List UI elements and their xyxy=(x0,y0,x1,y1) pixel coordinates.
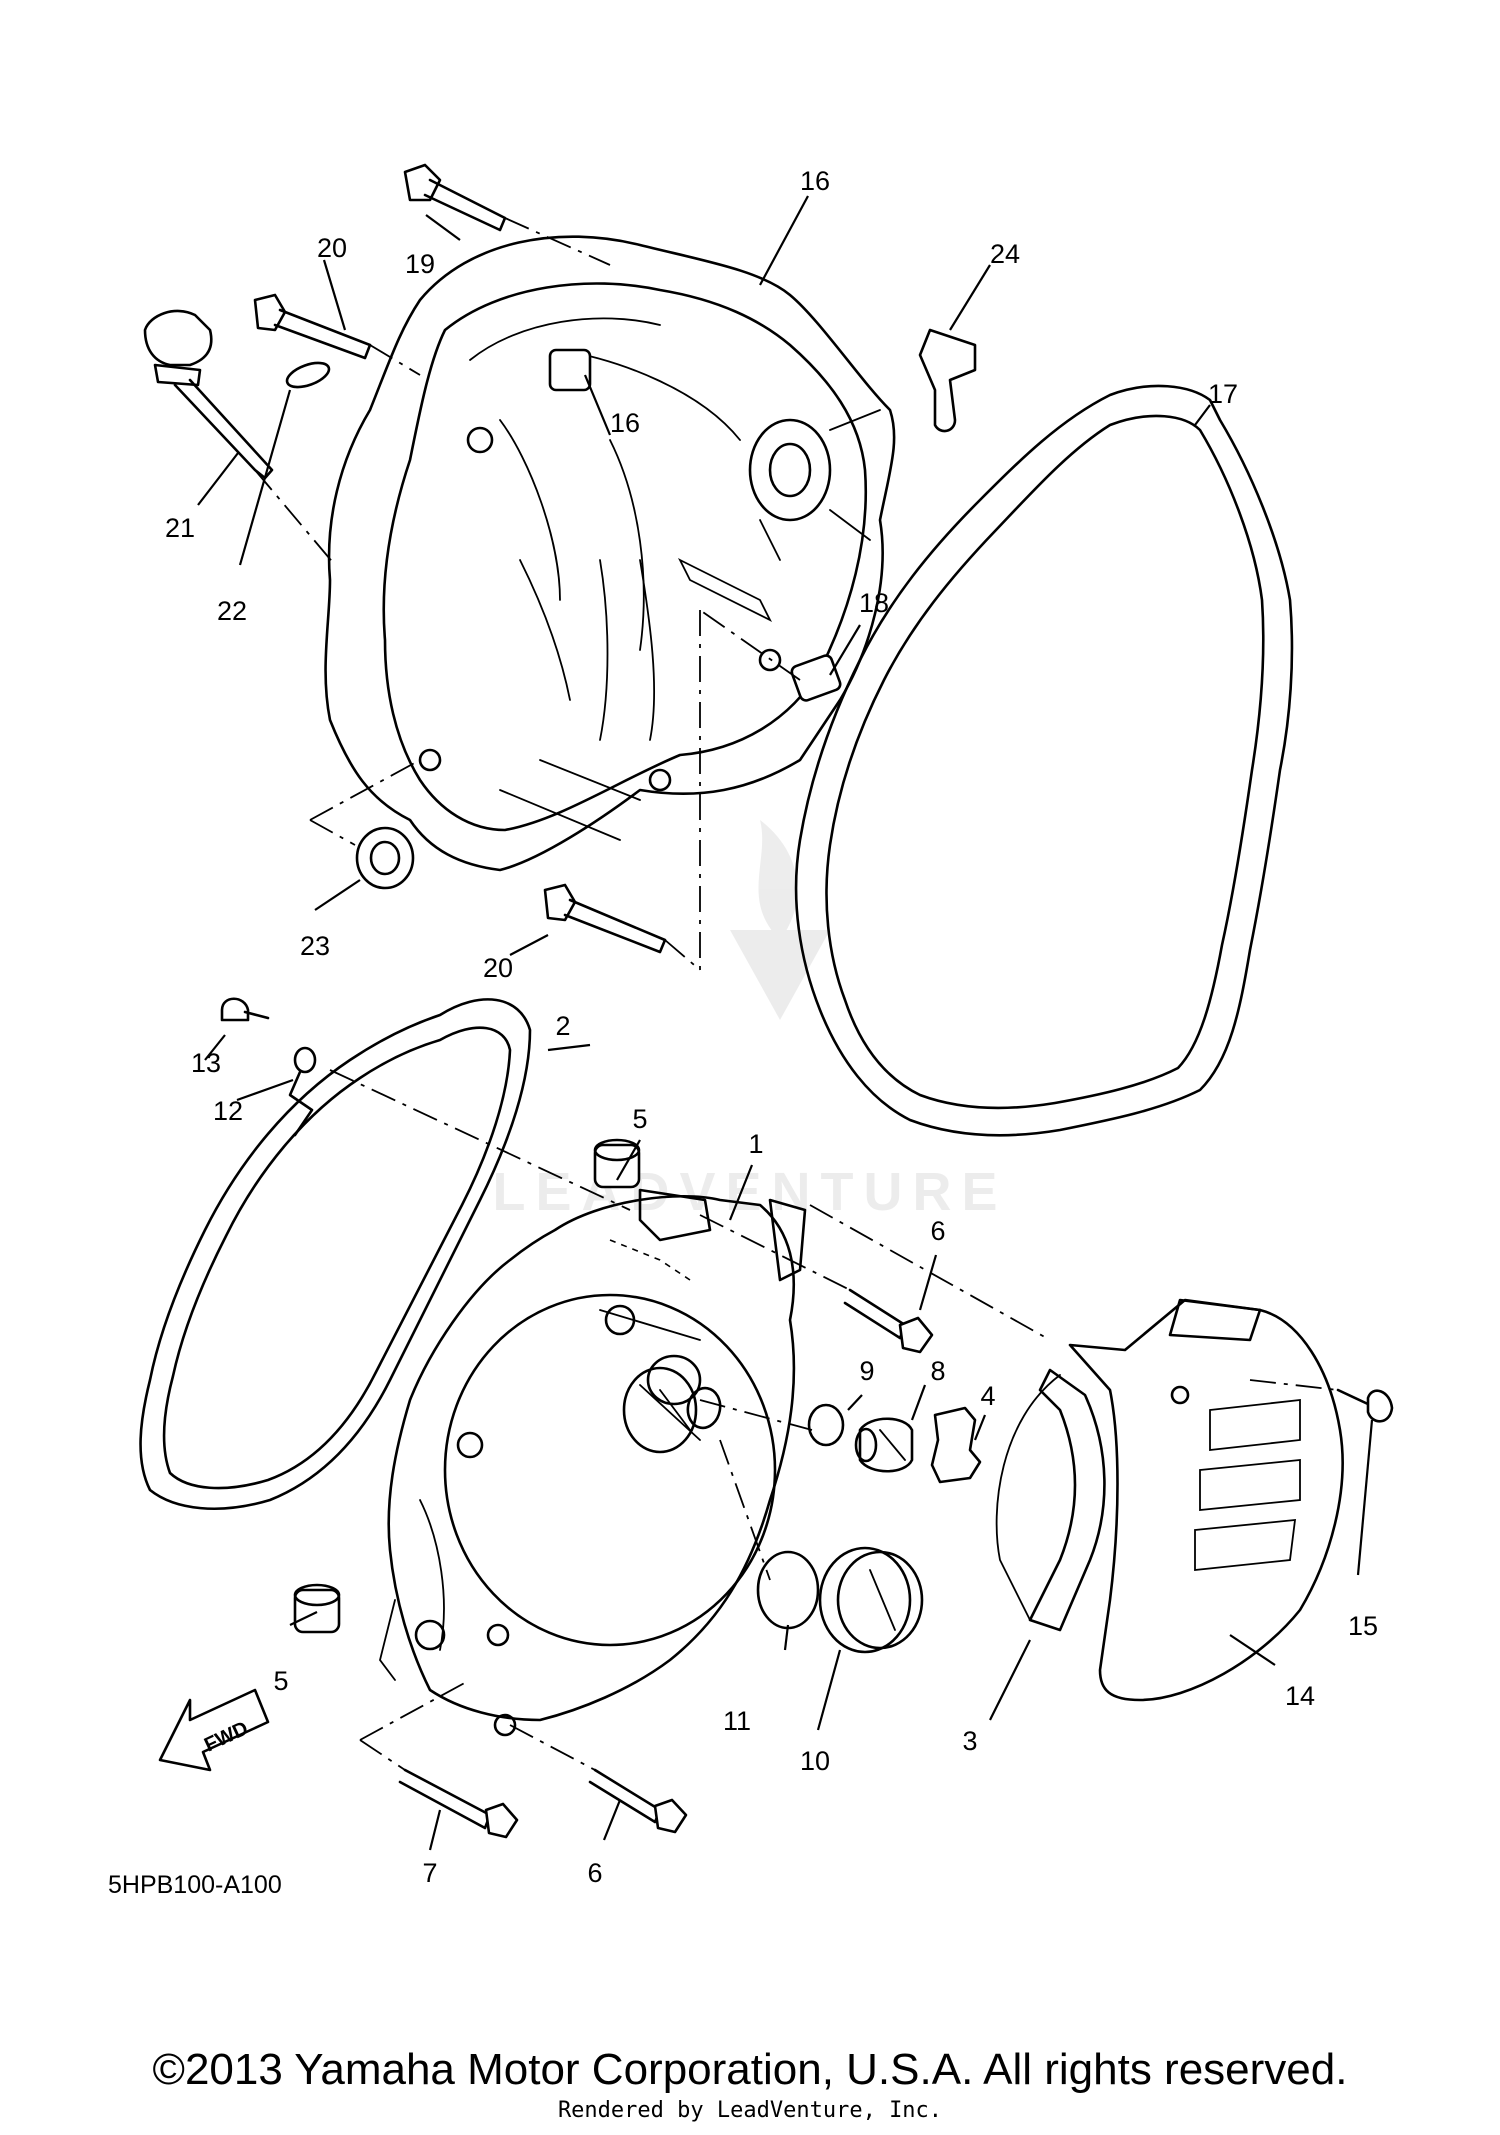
copyright-notice: ©2013 Yamaha Motor Corporation, U.S.A. A… xyxy=(152,2045,1348,2094)
gasket-lower-inner xyxy=(162,1026,512,1490)
gasket-lower-part xyxy=(139,998,532,1510)
bolt-6-upper xyxy=(843,1288,934,1354)
guide-line xyxy=(309,759,421,846)
dowel-pin-16 xyxy=(548,348,592,392)
grommet-4 xyxy=(930,1406,982,1484)
gasket-upper-part xyxy=(794,384,1294,1137)
guide-line xyxy=(664,609,801,971)
callout-1: 1 xyxy=(748,1129,763,1159)
leader-lines xyxy=(197,195,1374,1851)
guide-line xyxy=(329,1069,631,1211)
o-ring-9 xyxy=(807,1403,845,1447)
bolt-19 xyxy=(403,163,507,232)
screw-13 xyxy=(220,997,270,1022)
crankcase-cover-part xyxy=(324,235,896,872)
guide-line xyxy=(359,1679,596,1771)
callout-4: 4 xyxy=(980,1381,995,1411)
callout-20-lower: 20 xyxy=(483,953,513,983)
hidden-line xyxy=(609,1239,691,1281)
callout-12: 12 xyxy=(213,1096,243,1126)
dowel-5-top xyxy=(593,1143,641,1189)
rendered-by-credit: Rendered by LeadVenture, Inc. xyxy=(557,2098,943,2123)
watermark-logo xyxy=(730,820,830,1020)
gasket-upper-inner xyxy=(825,414,1265,1110)
callout-9: 9 xyxy=(859,1356,874,1386)
callout-7: 7 xyxy=(422,1858,437,1888)
callout-24: 24 xyxy=(990,239,1020,269)
diagram-code: 5HPB100-A100 xyxy=(108,1871,282,1899)
callout-14: 14 xyxy=(1285,1681,1315,1711)
bolt-6-lower xyxy=(588,1768,688,1834)
callout-16-mid: 16 xyxy=(610,408,640,438)
callout-15: 15 xyxy=(1348,1611,1378,1641)
callout-6-upper: 6 xyxy=(930,1216,945,1246)
callout-19: 19 xyxy=(405,249,435,279)
callout-13: 13 xyxy=(191,1048,221,1078)
clip-12 xyxy=(288,1046,317,1137)
callout-3: 3 xyxy=(962,1726,977,1756)
screw-15 xyxy=(1336,1388,1394,1423)
plug-8 xyxy=(854,1417,914,1473)
callout-11: 11 xyxy=(723,1706,751,1736)
fwd-arrow-icon: FWD xyxy=(158,1688,270,1772)
fwd-label: FWD xyxy=(201,1717,252,1756)
oil-seal-23 xyxy=(355,826,415,890)
guide-line xyxy=(699,1399,813,1581)
callout-17: 17 xyxy=(1208,379,1238,409)
callout-8: 8 xyxy=(930,1356,945,1386)
dowel-18 xyxy=(790,654,842,702)
bracket-3 xyxy=(1028,1368,1106,1632)
dipstick-part xyxy=(143,309,274,480)
bolt-20-lower xyxy=(543,883,667,954)
callout-5-top: 5 xyxy=(632,1104,647,1134)
callout-5-bottom: 5 xyxy=(273,1666,288,1696)
guide-line xyxy=(254,469,336,566)
o-ring-22 xyxy=(285,361,331,389)
watermark-text: LEADVENTURE xyxy=(492,1162,1007,1222)
callout-23: 23 xyxy=(300,931,330,961)
callout-20-upper: 20 xyxy=(317,233,347,263)
cap-10 xyxy=(818,1546,924,1654)
callout-16-top: 16 xyxy=(800,166,830,196)
guide-line xyxy=(369,344,421,376)
crankcase-cover-lower-part xyxy=(379,1138,807,1737)
cover-14 xyxy=(1068,1298,1344,1702)
bracket-3-detail xyxy=(995,1374,1061,1621)
guide-line xyxy=(504,217,611,266)
callout-22: 22 xyxy=(217,596,247,626)
callout-10: 10 xyxy=(800,1746,830,1776)
clamp-part xyxy=(918,328,977,433)
callout-21: 21 xyxy=(165,513,195,543)
bolt-20-upper xyxy=(253,293,372,360)
dowel-5-bottom xyxy=(293,1583,341,1634)
callout-18: 18 xyxy=(859,588,889,618)
guide-line xyxy=(1249,1379,1339,1391)
bolt-7 xyxy=(398,1768,519,1839)
guide-line xyxy=(699,1214,851,1291)
callout-2: 2 xyxy=(555,1011,570,1041)
callout-6-lower: 6 xyxy=(587,1858,602,1888)
o-ring-11 xyxy=(756,1550,820,1630)
